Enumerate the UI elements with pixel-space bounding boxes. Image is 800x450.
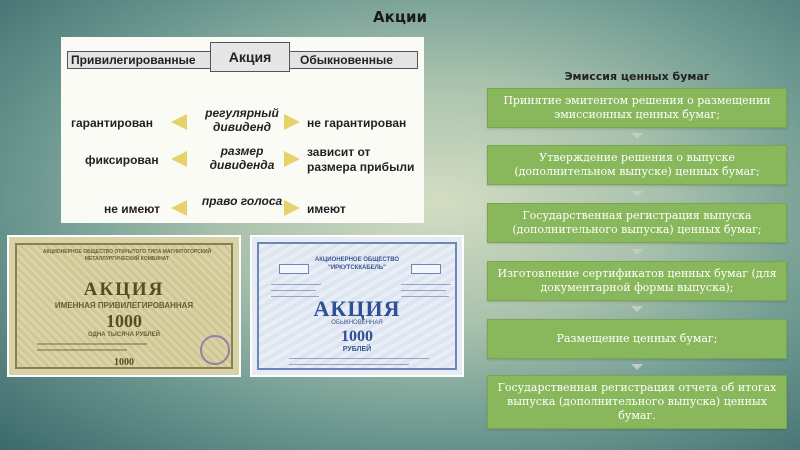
stamp-icon bbox=[200, 335, 230, 365]
certificate-footer-value: 1000 bbox=[114, 357, 134, 368]
share-header-box: Акция bbox=[210, 42, 290, 72]
row-middle-text: право голоса bbox=[201, 194, 283, 208]
right-arrow-icon bbox=[284, 114, 300, 130]
down-arrow-icon bbox=[631, 306, 643, 312]
stock-comparison-table: Привилегированные Обыкновенные Акция гар… bbox=[61, 37, 424, 223]
row-middle-text: регулярный дивиденд bbox=[205, 106, 279, 134]
row-middle-text: размер дивиденда bbox=[209, 144, 275, 172]
certificate-subtitle: ИМЕННАЯ ПРИВИЛЕГИРОВАННАЯ bbox=[54, 301, 194, 310]
series-badge bbox=[279, 264, 309, 274]
emission-step-3: Государственная регистрация выпуска (доп… bbox=[487, 203, 787, 243]
row-right-text: не гарантирован bbox=[307, 116, 407, 130]
down-arrow-icon bbox=[631, 249, 643, 255]
emission-step-6: Государственная регистрация отчета об ит… bbox=[487, 375, 787, 429]
emission-step-1: Принятие эмитентом решения о размещении … bbox=[487, 88, 787, 128]
right-arrow-icon bbox=[284, 151, 300, 167]
left-arrow-icon bbox=[171, 114, 187, 130]
down-arrow-icon bbox=[631, 133, 643, 139]
emission-title: Эмиссия ценных бумаг bbox=[564, 70, 710, 83]
left-arrow-icon bbox=[171, 151, 187, 167]
common-share-certificate: АКЦИОНЕРНОЕ ОБЩЕСТВО "ИРКУТСККАБЕЛЬ" АКЦ… bbox=[250, 235, 464, 377]
certificate-title: АКЦИЯ bbox=[313, 296, 401, 321]
row-left-text: гарантирован bbox=[71, 116, 153, 130]
number-badge bbox=[411, 264, 441, 274]
emission-step-2: Утверждение решения о выпуске (дополните… bbox=[487, 145, 787, 185]
preferred-header: Привилегированные bbox=[71, 53, 196, 67]
share-header: Акция bbox=[228, 49, 272, 65]
emission-step-4: Изготовление сертификатов ценных бумаг (… bbox=[487, 261, 787, 301]
common-header: Обыкновенные bbox=[300, 53, 393, 67]
preferred-share-certificate: АКЦИОНЕРНОЕ ОБЩЕСТВО ОТКРЫТОГО ТИПА МАГН… bbox=[7, 235, 241, 377]
certificate-subtitle: ОБЫКНОВЕННАЯ bbox=[331, 320, 383, 326]
certificate-value: 1000 bbox=[341, 328, 373, 345]
certificate-value: 1000 bbox=[106, 311, 142, 331]
row-right-text: имеют bbox=[307, 202, 346, 216]
row-left-text: фиксирован bbox=[85, 153, 159, 167]
certificate-header: АКЦИОНЕРНОЕ ОБЩЕСТВО ОТКРЫТОГО ТИПА МАГН… bbox=[42, 249, 212, 262]
row-left-text: не имеют bbox=[104, 202, 161, 216]
down-arrow-icon bbox=[631, 364, 643, 370]
slide-title: Акции bbox=[373, 8, 427, 26]
emission-step-5: Размещение ценных бумаг; bbox=[487, 319, 787, 359]
left-arrow-icon bbox=[171, 200, 187, 216]
certificate-header: АКЦИОНЕРНОЕ ОБЩЕСТВО "ИРКУТСККАБЕЛЬ" bbox=[314, 257, 400, 271]
down-arrow-icon bbox=[631, 191, 643, 197]
certificate-value-words: ОДНА ТЫСЯЧА РУБЛЕЙ bbox=[88, 332, 160, 338]
certificate-title: АКЦИЯ bbox=[83, 279, 165, 300]
row-right-text: зависит от размера прибыли bbox=[307, 145, 415, 174]
right-arrow-icon bbox=[284, 200, 300, 216]
certificate-currency: РУБЛЕЙ bbox=[342, 346, 372, 353]
